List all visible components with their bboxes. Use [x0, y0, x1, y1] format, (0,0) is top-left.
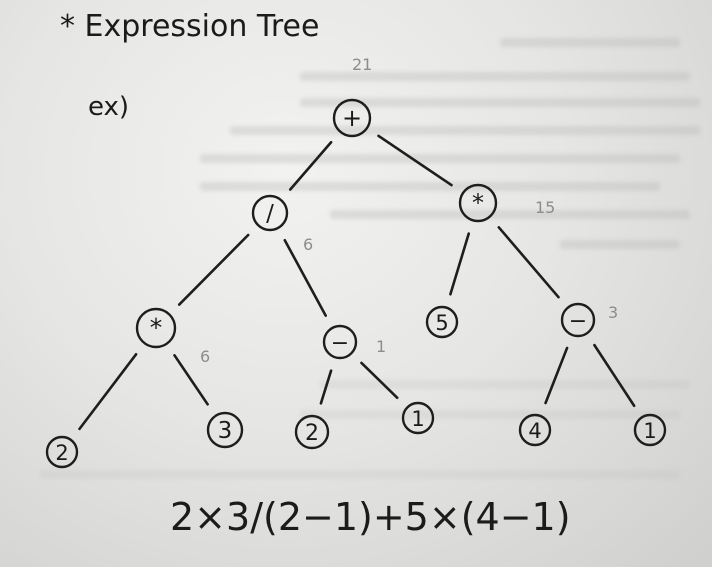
tree-node-mul_r: * 15 — [458, 183, 555, 223]
node-value-note: 6 — [200, 347, 210, 366]
tree-edges — [78, 134, 636, 431]
tree-edge-mul_r-sub_r — [497, 226, 560, 299]
node-value-note: 3 — [608, 303, 618, 322]
tree-edge-mul_l-two_a — [78, 352, 138, 431]
tree-edge-mul_l-three — [173, 354, 209, 406]
tree-edge-sub_r-four — [544, 346, 569, 405]
tree-edge-sub_l-two_b — [319, 369, 333, 405]
tree-node-mul_l: *6 — [135, 307, 210, 366]
node-circle — [425, 305, 459, 339]
page-title: * Expression Tree — [60, 9, 319, 44]
tree-edge-div-sub_l — [283, 238, 327, 317]
tree-edge-mul_r-five — [449, 232, 471, 296]
node-label: * — [150, 313, 163, 342]
node-circle — [45, 435, 79, 469]
node-label: 4 — [528, 419, 541, 443]
tree-node-sub_r: −3 — [560, 302, 618, 338]
node-circle — [206, 411, 244, 449]
tree-node-five: 5 — [425, 305, 459, 339]
tree-node-two_a: 2 — [45, 435, 79, 469]
node-value-note: 15 — [535, 198, 555, 217]
tree-edge-div-mul_l — [177, 233, 250, 306]
node-label: 1 — [643, 419, 656, 443]
tree-node-three: 3 — [206, 411, 244, 449]
example-label: ex) — [88, 92, 129, 122]
node-label: 3 — [218, 418, 233, 444]
tree-edge-sub_r-one_b — [593, 343, 636, 408]
tree-node-one_b: 1 — [633, 413, 667, 447]
expression-text: 2×3/(2−1)+5×(4−1) — [170, 495, 571, 539]
node-circle — [294, 414, 330, 450]
tree-edge-root-mul_r — [377, 134, 453, 187]
node-label: − — [569, 309, 587, 334]
tree-node-div: /6 — [251, 194, 313, 254]
node-circle — [560, 302, 596, 338]
node-value-note: 21 — [352, 55, 372, 74]
node-label: − — [331, 331, 349, 356]
node-label: 1 — [411, 407, 424, 431]
node-circle — [401, 401, 435, 435]
node-label: * — [472, 189, 484, 217]
node-label: 2 — [305, 421, 319, 446]
node-label: + — [342, 104, 362, 132]
node-label: 2 — [55, 441, 68, 465]
node-label: / — [266, 201, 274, 227]
node-circle — [633, 413, 667, 447]
tree-node-four: 4 — [518, 413, 552, 447]
tree-edge-root-div — [288, 140, 333, 191]
tree-node-two_b: 2 — [294, 414, 330, 450]
node-circle — [135, 307, 177, 349]
node-value-note: 1 — [376, 337, 386, 356]
node-circle — [332, 98, 372, 138]
node-circle — [458, 183, 498, 223]
tree-node-one_a: 1 — [401, 401, 435, 435]
node-value-note: 6 — [303, 235, 313, 254]
tree-edge-sub_l-one_a — [360, 361, 399, 400]
node-circle — [518, 413, 552, 447]
node-circle — [251, 194, 289, 232]
node-label: 5 — [435, 311, 448, 335]
tree-node-sub_l: −1 — [322, 324, 386, 360]
tree-node-root: +21 — [332, 55, 372, 138]
node-circle — [322, 324, 358, 360]
